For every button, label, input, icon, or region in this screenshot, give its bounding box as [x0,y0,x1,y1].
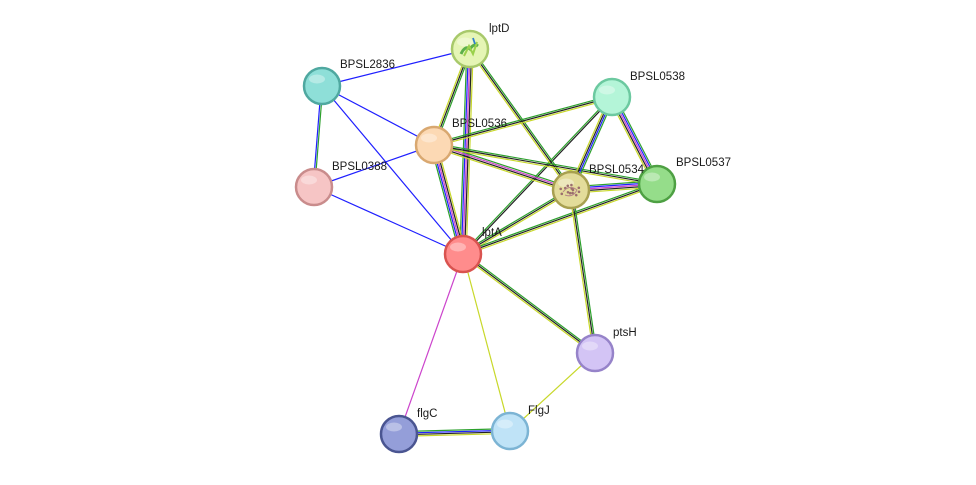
edge-lptA-ptsH [461,252,597,355]
node-circle[interactable] [379,414,419,454]
node-label-BPSL0534: BPSL0534 [589,164,645,176]
node-label-ptsH: ptsH [613,327,637,339]
node-highlight [599,85,615,95]
node-BPSL2836[interactable] [302,66,342,106]
node-highlight [457,37,473,47]
edge-BPSL0388-BPSL0536 [313,144,435,188]
edge-line [434,143,572,190]
edge-lptA-BPSL0537 [462,181,658,257]
edge-line [321,48,471,87]
edge-line [462,181,657,254]
edge-line [461,254,595,355]
node-highlight [421,133,437,143]
edge-line [462,189,572,255]
edge-line [462,253,511,432]
edge-lptA-BPSL2836 [321,85,464,255]
node-label-BPSL0536: BPSL0536 [452,118,507,130]
node-label-lptD: lptD [489,23,509,35]
edge-line [433,146,571,193]
edge-line [470,47,573,190]
node-lptD[interactable] [450,29,490,69]
edge-line [463,190,573,256]
edge-line [434,142,658,184]
protein-structure-icon [559,183,581,197]
node-circle[interactable] [592,77,632,117]
node-circle[interactable] [637,164,677,204]
edge-lptA-BPSL0388 [313,186,464,255]
edge-lptD-BPSL2836 [321,48,471,87]
edge-line [461,188,571,254]
node-label-BPSL0388: BPSL0388 [332,161,387,173]
node-circle[interactable] [443,234,483,274]
node-highlight [644,172,660,182]
edge-line [433,94,612,145]
edge-line [571,189,598,353]
node-highlight [558,178,574,188]
node-BPSL0538[interactable] [592,77,632,117]
edge-BPSL0536-BPSL0537 [433,142,658,187]
edge-line [321,85,464,255]
node-highlight [309,74,325,84]
node-label-flgC: flgC [417,408,437,420]
edge-lptA-flgC [398,253,464,435]
node-highlight [497,419,513,429]
edge-line [433,145,571,192]
node-highlight [450,242,466,252]
node-flgC[interactable] [379,414,419,454]
node-circle[interactable] [414,125,454,165]
node-circle[interactable] [551,170,591,210]
node-layer [294,29,677,454]
edge-line [568,190,595,354]
node-ptsH[interactable] [575,333,615,373]
edge-line [434,97,613,148]
protein-structure-icon [459,37,479,57]
node-BPSL0534[interactable] [551,170,591,210]
node-label-BPSL2836: BPSL2836 [340,59,395,71]
edge-BPSL2836-BPSL0536 [321,85,435,146]
node-FlgJ[interactable] [490,411,530,451]
edge-line [570,189,596,354]
node-lptA[interactable] [443,234,483,274]
edge-line [462,48,471,255]
node-label-lptA: lptA [482,227,502,239]
node-highlight [582,341,598,351]
edge-line [313,144,435,188]
edge-lptA-FlgJ [462,253,511,432]
node-circle[interactable] [490,411,530,451]
node-label-BPSL0538: BPSL0538 [630,71,685,83]
edge-line [313,186,464,255]
node-BPSL0537[interactable] [637,164,677,204]
edge-line [433,144,658,185]
edge-line [433,145,657,187]
node-circle[interactable] [294,167,334,207]
edge-line [462,253,596,354]
node-BPSL0388[interactable] [294,167,334,207]
node-BPSL0536[interactable] [414,125,454,165]
edge-BPSL0534-ptsH [568,189,598,354]
node-label-BPSL0537: BPSL0537 [676,157,731,169]
node-circle[interactable] [575,333,615,373]
edge-line [433,96,613,146]
edge-line [321,85,435,146]
node-highlight [386,422,402,432]
edge-BPSL0536-BPSL0538 [433,94,613,148]
edge-line [463,184,658,257]
edge-line [463,252,597,353]
node-highlight [301,175,317,185]
node-label-FlgJ: FlgJ [528,405,550,417]
edge-line [461,96,612,254]
edge-line [398,253,464,435]
node-circle[interactable] [302,66,342,106]
edge-line [462,183,658,255]
edge-lptA-BPSL0534 [461,188,573,256]
